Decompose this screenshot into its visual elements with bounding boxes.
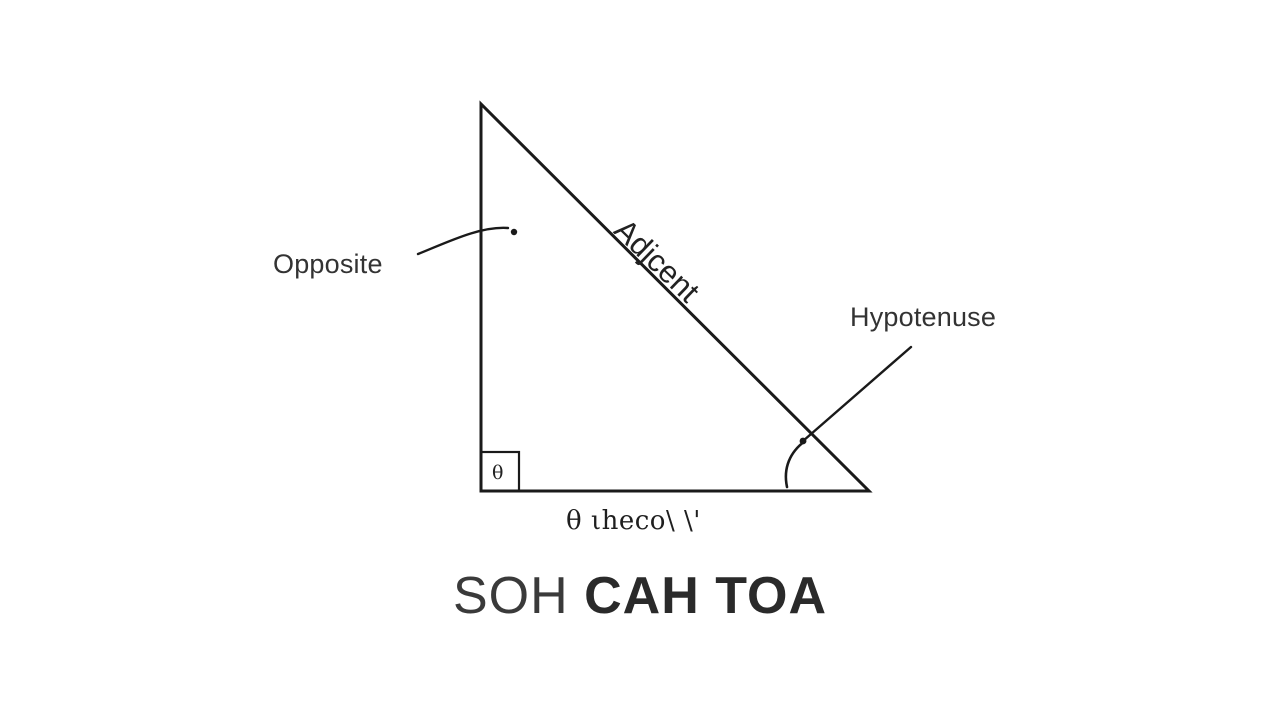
mnemonic-title: SOH CAH TOA <box>0 566 1280 626</box>
opposite-leader-line <box>416 226 510 256</box>
mnemonic-cah-toa: CAH TOA <box>584 567 828 625</box>
right-angle-marker <box>479 450 521 493</box>
hypotenuse-leader-dot <box>799 437 807 445</box>
opposite-leader-dot <box>510 228 518 236</box>
right-triangle <box>479 100 873 493</box>
bottom-side-label: θ ιheco\ \' <box>566 506 701 536</box>
angle-arc <box>784 439 807 489</box>
opposite-label: Opposite <box>273 249 383 279</box>
hypotenuse-leader-line <box>801 345 913 443</box>
mnemonic-soh: SOH <box>452 567 569 625</box>
hypotenuse-label: Hypotenuse <box>850 302 997 332</box>
theta-corner-label: θ <box>492 462 504 484</box>
